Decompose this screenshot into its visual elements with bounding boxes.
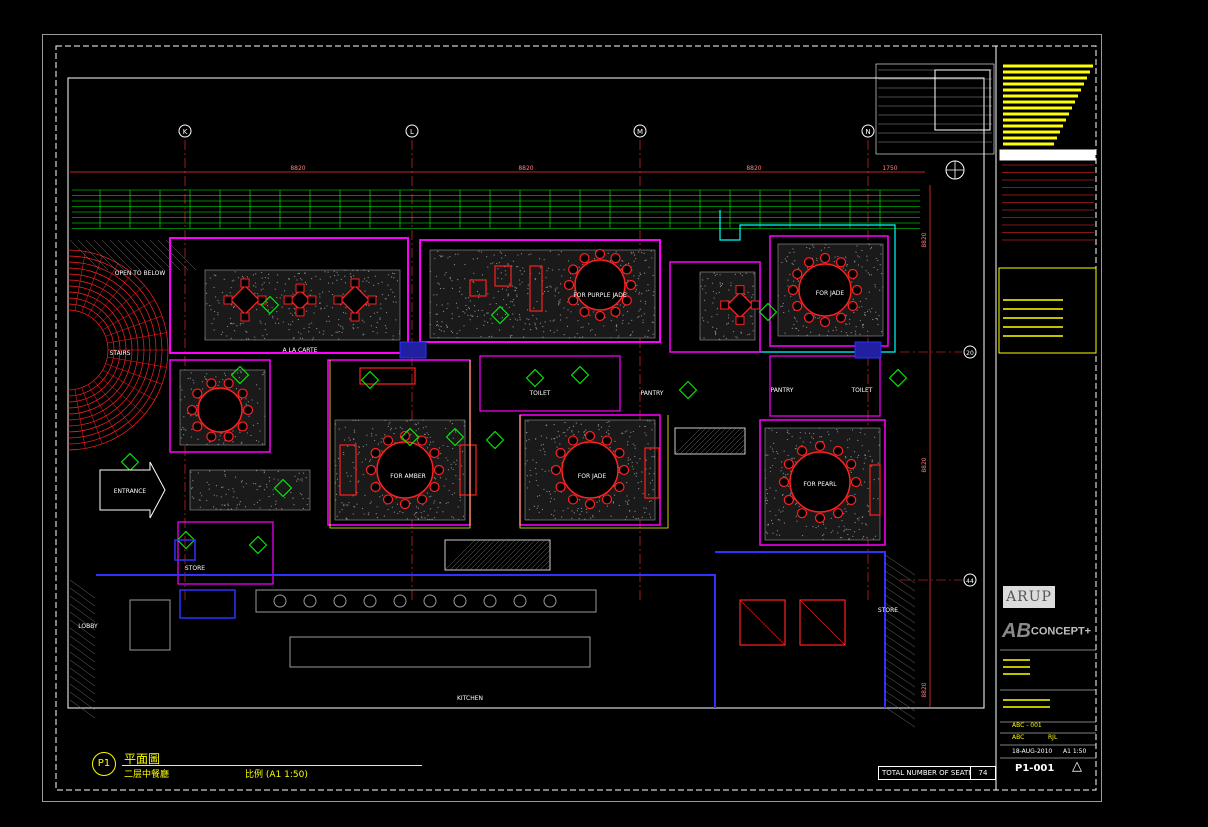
title-underline [122,765,422,766]
arup-logo: ARUP [1003,586,1055,608]
concept-logo: ABCONCEPT+ [1002,620,1094,646]
concept-logo-mark: AB [1002,620,1031,642]
outer-sheet-frame [42,34,1102,802]
sheet-scale: A1 1:50 [1063,748,1086,755]
seating-count-box: TOTAL NUMBER OF SEATING : 74 [878,766,996,780]
seating-value: 74 [971,767,995,779]
revision-triangle-icon: △ [1072,759,1082,774]
seating-label: TOTAL NUMBER OF SEATING : [879,767,971,779]
checked-by: RJL [1048,734,1057,741]
drawing-subtitle: 二层中餐廳 [124,767,169,780]
drawn-by: ABC [1012,734,1024,741]
concept-logo-text: CONCEPT [1031,625,1085,637]
project-code: ABC - 001 [1012,722,1042,729]
sheet-date: 18-AUG-2010 [1012,748,1052,755]
drawing-scale: 比例 (A1 1:50) [245,767,308,780]
view-id-bubble: P1 [92,752,116,776]
sheet-number: P1-001 [1015,763,1054,774]
